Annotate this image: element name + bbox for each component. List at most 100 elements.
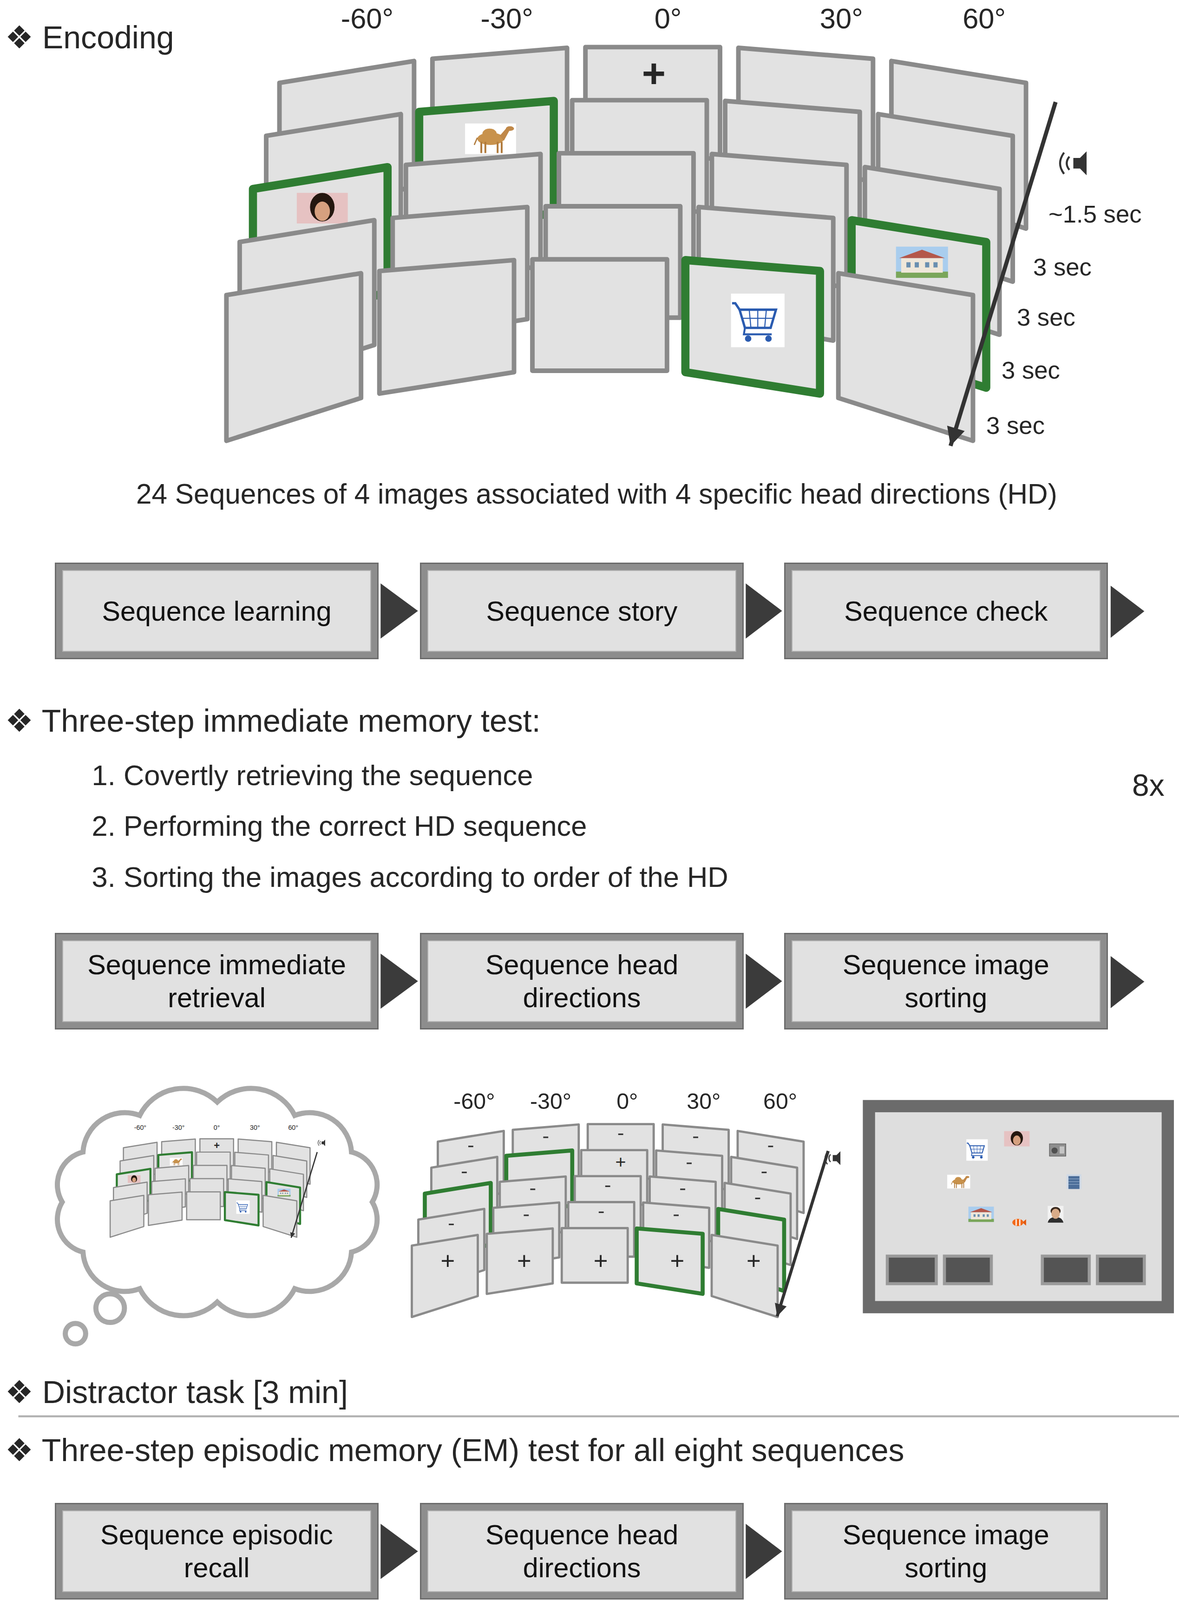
camel-leg	[178, 1162, 180, 1166]
box-label: Sequence head directions	[442, 1518, 722, 1585]
angle-label: 60°	[962, 1, 1006, 36]
speaker-icon	[318, 1139, 326, 1147]
fixation-mark	[523, 1214, 529, 1216]
flow-arrow	[380, 1523, 418, 1579]
fixation-mark	[618, 1133, 624, 1135]
camel-head	[965, 1175, 970, 1179]
answer-slot	[1097, 1256, 1145, 1284]
angle-label: -30°	[530, 1087, 572, 1115]
screen	[532, 259, 668, 371]
image-icon	[170, 1157, 183, 1166]
thought-bubble	[95, 1293, 125, 1323]
time-arrow	[777, 1151, 829, 1317]
process-box: Sequence story	[421, 563, 743, 658]
sound-wave	[318, 1139, 320, 1146]
fixation-cross: +	[517, 1245, 532, 1276]
cart-grid	[244, 1204, 246, 1210]
timing-label: 3 sec	[1001, 355, 1061, 385]
image-ground	[236, 1200, 250, 1214]
angle-label: 0°	[616, 1087, 638, 1115]
angle-label: 0°	[213, 1124, 221, 1133]
box-label: Sequence head directions	[442, 948, 722, 1015]
target-screen	[224, 1192, 259, 1226]
image-icon	[296, 192, 348, 224]
camel-leg	[484, 141, 487, 153]
camel-leg	[174, 1162, 176, 1166]
hair	[131, 1175, 138, 1183]
roof	[278, 1189, 290, 1192]
image-icon	[1012, 1218, 1027, 1226]
image-icon	[1066, 1174, 1082, 1190]
sound-wave	[319, 1140, 321, 1145]
angle-label: 30°	[819, 1, 864, 36]
box-label: Sequence learning	[101, 594, 332, 628]
answer-slot	[887, 1256, 937, 1284]
section-heading: ❖ Distractor task [3 min]	[5, 1373, 348, 1412]
cart-wheel	[244, 1210, 247, 1212]
fixation-cross: +	[593, 1245, 609, 1276]
house-wall	[970, 1211, 992, 1219]
cart-wheel	[745, 335, 752, 342]
cart-grid	[741, 317, 774, 319]
house-wall	[901, 258, 944, 273]
face-skin	[1013, 1135, 1021, 1146]
process-box: Sequence image sorting	[785, 1504, 1107, 1599]
fixation-mark	[468, 1145, 474, 1147]
hair	[309, 192, 335, 222]
camel-leg	[963, 1182, 965, 1188]
camel-tail	[951, 1180, 953, 1185]
flow-triangle	[1110, 956, 1145, 1009]
fixation-mark	[605, 1185, 611, 1187]
screen	[226, 273, 361, 441]
camel-leg	[956, 1182, 957, 1188]
speaker-body	[321, 1139, 326, 1147]
fixation-mark	[530, 1188, 536, 1190]
angle-label: -60°	[340, 1, 394, 36]
window	[933, 262, 938, 268]
image-icon	[947, 1174, 970, 1189]
angle-label: -60°	[453, 1087, 495, 1115]
house-wall	[278, 1191, 289, 1196]
step-item: 2. Performing the correct HD sequence	[91, 808, 588, 844]
fixation-mark	[755, 1197, 761, 1199]
fixation-mark	[461, 1171, 467, 1173]
flow-arrow	[745, 1523, 782, 1579]
window	[914, 262, 919, 268]
fixation-mark	[768, 1145, 774, 1147]
fish-body	[1012, 1218, 1024, 1226]
camel-leg	[173, 1162, 175, 1166]
image-icon	[896, 246, 949, 278]
camel-tail	[474, 137, 478, 145]
camel-leg	[954, 1182, 956, 1188]
repeat-count: 8x	[1132, 766, 1165, 804]
flow-arrow	[380, 953, 418, 1009]
window	[982, 1214, 985, 1217]
screen	[262, 1195, 297, 1238]
box-label: Sequence story	[486, 594, 678, 628]
angle-label: 30°	[686, 1087, 721, 1115]
time-arrowhead	[774, 1302, 787, 1317]
step-item: 1. Covertly retrieving the sequence	[91, 758, 534, 793]
tower-line	[1068, 1178, 1080, 1179]
radio-speaker	[1051, 1147, 1058, 1154]
fixation-mark	[686, 1162, 692, 1164]
flow-triangle	[1110, 585, 1145, 638]
fish-stripe	[1019, 1218, 1021, 1226]
camel-hump	[482, 128, 497, 139]
process-box: Sequence check	[785, 563, 1107, 658]
timing-label: 3 sec	[1016, 302, 1076, 332]
screen	[561, 1228, 628, 1283]
box-label: Sequence immediate retrieval	[77, 948, 357, 1015]
face-skin	[132, 1177, 137, 1182]
screen	[110, 1195, 144, 1238]
face-skin	[1051, 1208, 1060, 1219]
angle-label: 60°	[288, 1124, 299, 1133]
image-ground	[966, 1139, 988, 1161]
fixation-mark	[761, 1171, 767, 1173]
sound-wave	[1066, 156, 1070, 171]
fixation-mark	[448, 1223, 454, 1225]
time-arrowhead	[290, 1231, 296, 1238]
fixation-mark	[598, 1211, 604, 1213]
target-screen	[636, 1228, 703, 1294]
cart-grid	[238, 1206, 247, 1207]
